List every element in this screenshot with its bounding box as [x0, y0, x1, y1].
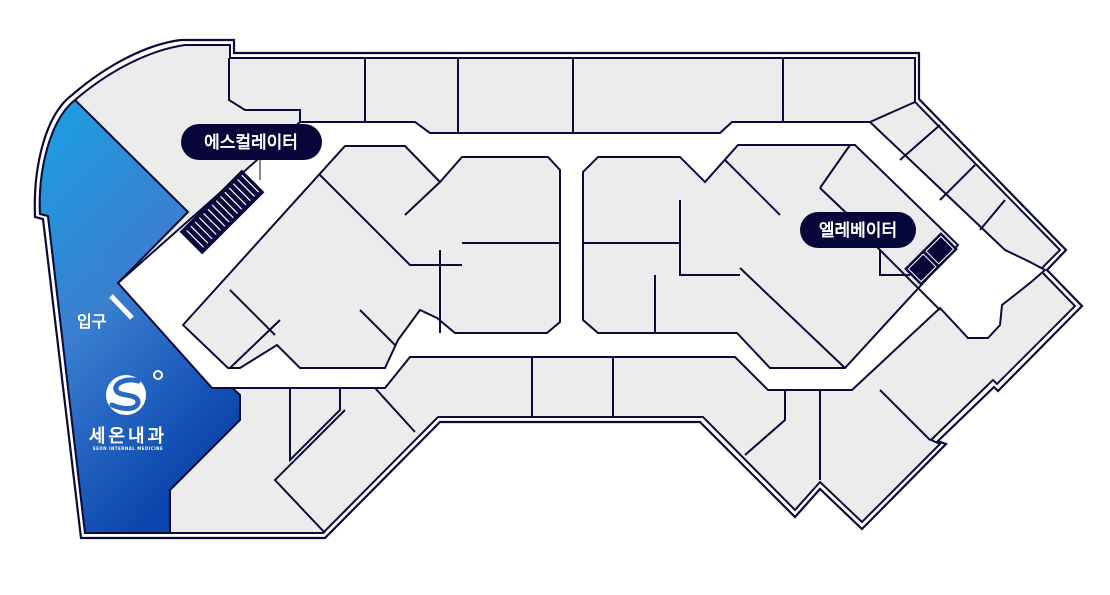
- clinic-name-en: SEON INTERNAL MEDICINE: [93, 446, 164, 451]
- escalator-label-text: 에스컬레이터: [204, 133, 298, 153]
- elevator-label: 엘레베이터: [800, 212, 916, 248]
- clinic-logo[interactable]: 세온내과 SEON INTERNAL MEDICINE: [89, 370, 167, 451]
- entrance-label: 입구: [77, 312, 107, 331]
- entrance-marker[interactable]: 입구: [77, 294, 134, 331]
- elevator-label-text: 엘레베이터: [819, 221, 897, 241]
- escalator-label: 에스컬레이터: [181, 124, 322, 180]
- escalator-icon[interactable]: [179, 169, 265, 255]
- clinic-area[interactable]: [38, 98, 241, 534]
- elevator-icon[interactable]: [904, 232, 958, 286]
- clinic-name-ko: 세온내과: [89, 426, 167, 447]
- shop-block-right[interactable]: [582, 144, 960, 369]
